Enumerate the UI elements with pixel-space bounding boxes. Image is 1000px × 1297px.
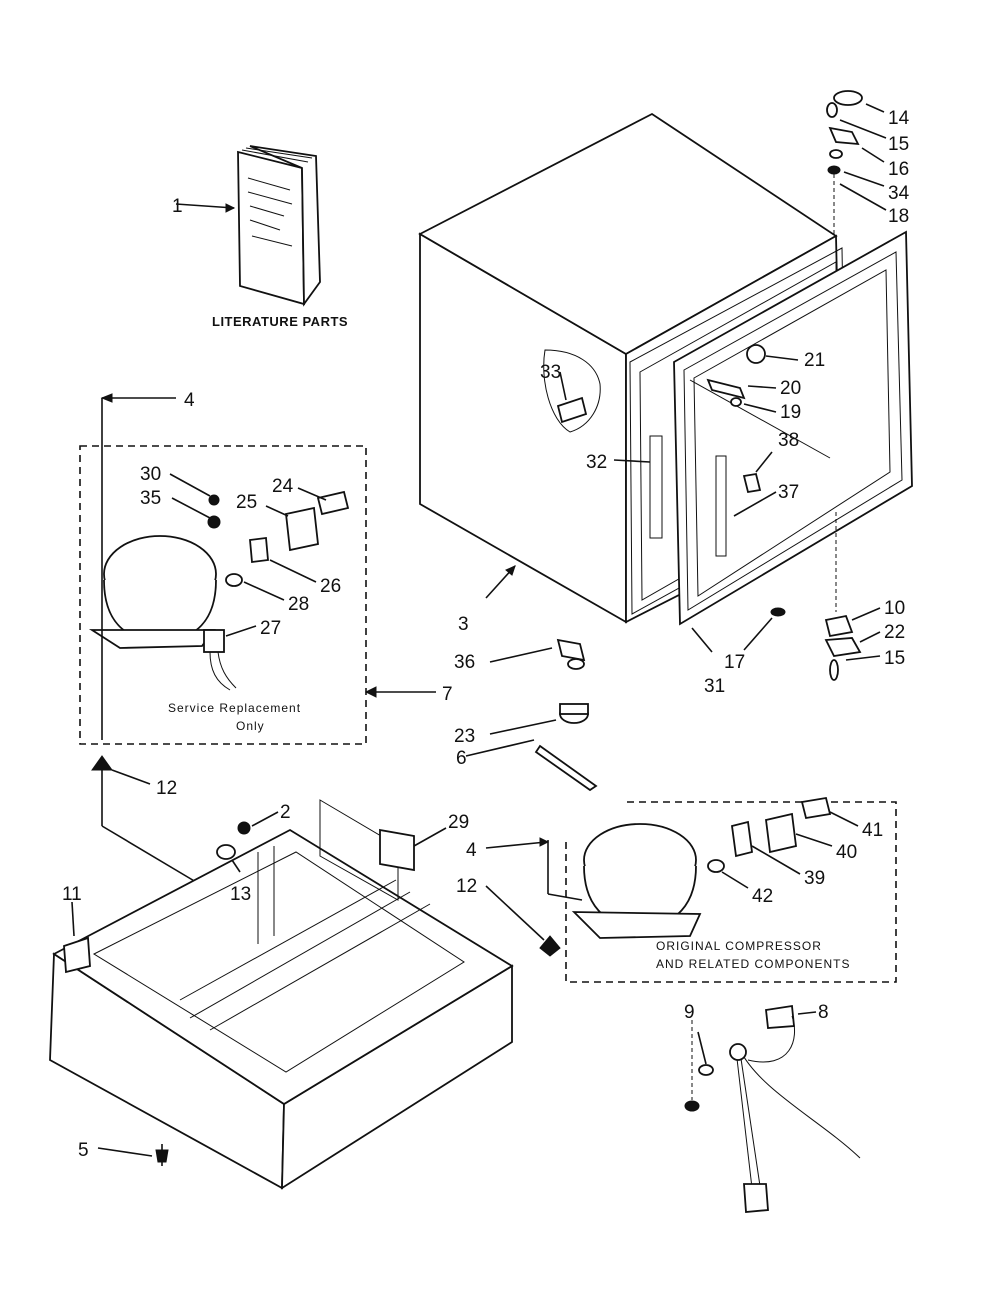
callout-2: 2 — [280, 802, 291, 823]
callout-15-top: 15 — [888, 134, 909, 155]
service-caption-line2: Only — [236, 719, 265, 733]
callout-7: 7 — [442, 684, 453, 705]
callout-18: 18 — [888, 206, 909, 227]
base-screw — [97, 1144, 169, 1166]
wiring-harness — [684, 1004, 861, 1213]
top-hinge-parts — [826, 90, 887, 236]
original-caption-line2: AND RELATED COMPONENTS — [656, 957, 850, 971]
callout-4-right: 4 — [466, 840, 477, 861]
callout-3: 3 — [458, 614, 469, 635]
callout-9: 9 — [684, 1002, 695, 1023]
center-small-parts — [465, 638, 598, 792]
callout-4-top: 4 — [184, 390, 195, 411]
callout-37: 37 — [778, 482, 799, 503]
bottom-hinge-parts — [691, 512, 881, 681]
door-gasket-frame — [673, 230, 913, 626]
callout-23: 23 — [454, 726, 475, 747]
callout-6: 6 — [456, 748, 467, 769]
service-replacement-group — [79, 445, 436, 745]
callout-25: 25 — [236, 492, 257, 513]
callout-24: 24 — [272, 476, 294, 497]
callout-1: 1 — [172, 196, 183, 217]
callout-15-bottom: 15 — [884, 648, 905, 669]
callout-34: 34 — [888, 183, 910, 204]
callout-33: 33 — [540, 362, 561, 383]
callout-12-left: 12 — [156, 778, 177, 799]
callout-8: 8 — [818, 1002, 829, 1023]
callout-14: 14 — [888, 108, 910, 129]
callout-17: 17 — [724, 652, 745, 673]
literature-booklet — [175, 145, 321, 307]
callout-32: 32 — [586, 452, 607, 473]
base-hardware — [216, 811, 447, 873]
callout-21: 21 — [804, 350, 825, 371]
callout-42: 42 — [752, 886, 773, 907]
callout-35: 35 — [140, 488, 161, 509]
callout-10: 10 — [884, 598, 905, 619]
service-caption-line1: Service Replacement — [168, 701, 301, 715]
callout-38: 38 — [778, 430, 799, 451]
callout-26: 26 — [320, 576, 341, 597]
callout-40: 40 — [836, 842, 857, 863]
callout-13: 13 — [230, 884, 251, 905]
original-compressor-group — [485, 796, 897, 983]
callout-12-right: 12 — [456, 876, 477, 897]
callout-16: 16 — [888, 159, 909, 180]
callout-30: 30 — [140, 464, 161, 485]
callout-41: 41 — [862, 820, 883, 841]
callout-36: 36 — [454, 652, 475, 673]
callout-20: 20 — [780, 378, 801, 399]
callout-29: 29 — [448, 812, 469, 833]
callout-31: 31 — [704, 676, 725, 697]
callout-28: 28 — [288, 594, 309, 615]
side-cutout-thermostat — [543, 349, 601, 433]
callout-39: 39 — [804, 868, 825, 889]
callout-19: 19 — [780, 402, 801, 423]
inner-door-parts — [613, 344, 799, 517]
literature-caption: LITERATURE PARTS — [212, 314, 348, 329]
callout-27: 27 — [260, 618, 281, 639]
original-caption-line1: ORIGINAL COMPRESSOR — [656, 939, 822, 953]
freezer-base — [49, 799, 514, 1190]
callout-11: 11 — [62, 884, 82, 905]
callout-5: 5 — [78, 1140, 89, 1161]
callout-22: 22 — [884, 622, 905, 643]
